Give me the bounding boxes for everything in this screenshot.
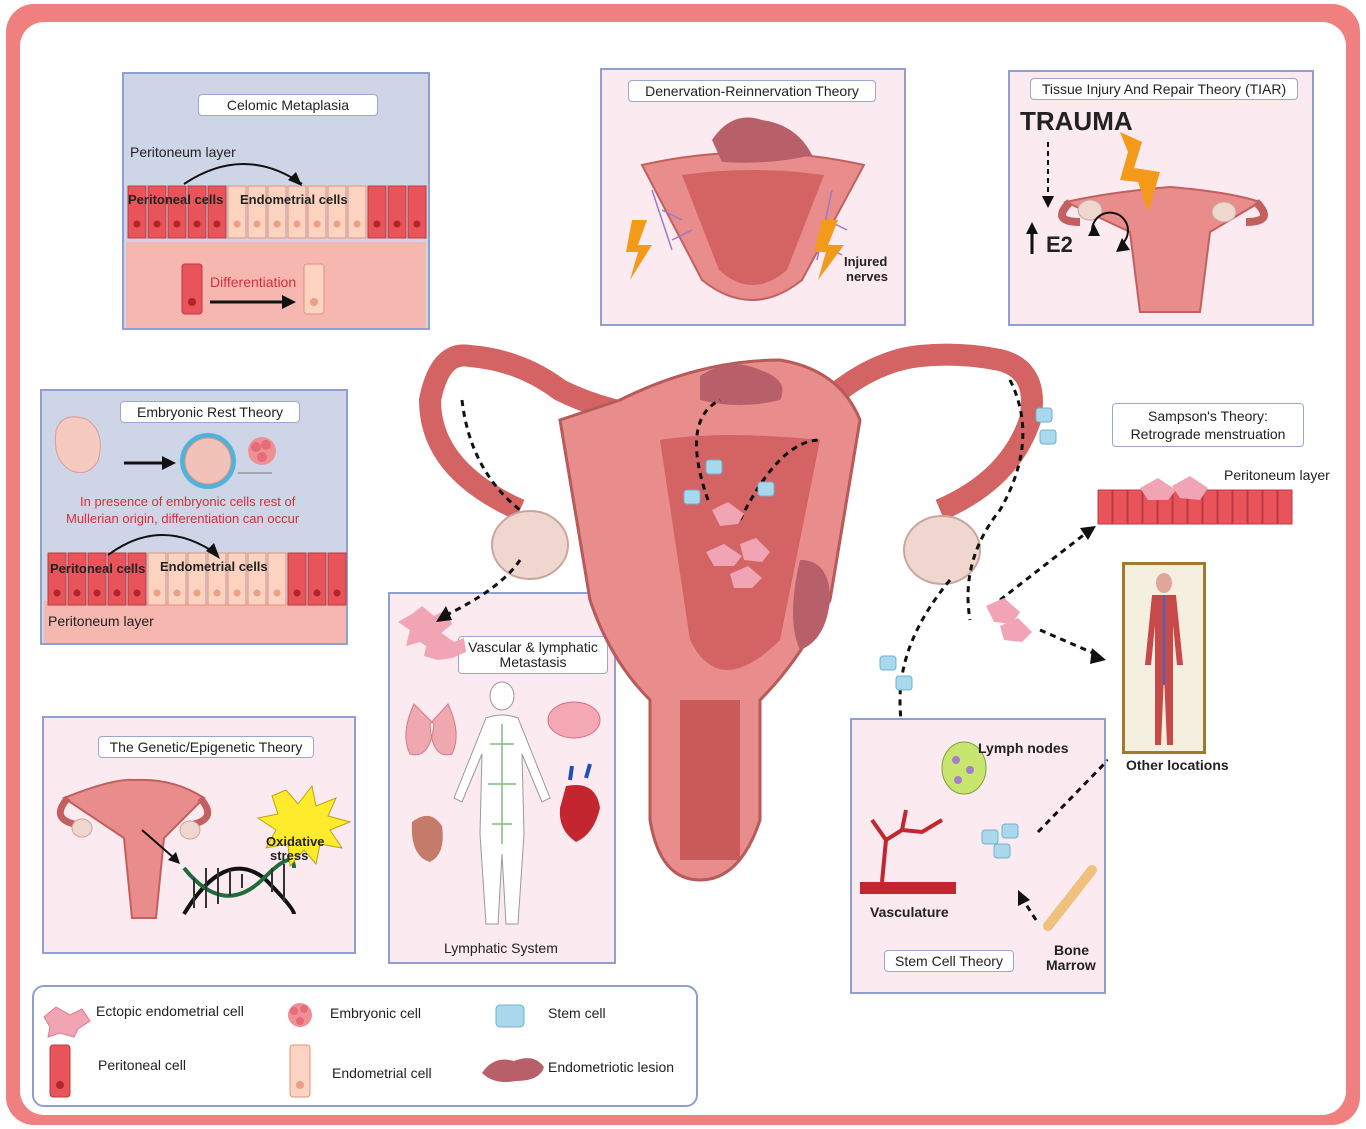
legend-endometrial: Endometrial cell [332, 1065, 432, 1081]
legend: Ectopic endometrial cell Embryonic cell … [32, 985, 698, 1107]
celomic-endometrial-label: Endometrial cells [240, 192, 348, 207]
transition-arrow [184, 164, 302, 184]
injured-nerves-label-1: Injured [844, 254, 887, 269]
other-locations-label: Other locations [1126, 757, 1229, 773]
stem-cell-title: Stem Cell Theory [884, 950, 1014, 972]
legend-peritoneal: Peritoneal cell [98, 1057, 186, 1073]
body-head [490, 682, 514, 710]
embryonic-note-1: In presence of embryonic cells rest of [80, 494, 295, 509]
e2-label: E2 [1046, 232, 1073, 258]
celomic-metaplasia-panel: Celomic Metaplasia [122, 72, 430, 330]
lungs-icon [406, 704, 456, 755]
legend-lesion: Endometriotic lesion [548, 1059, 674, 1075]
lesion-icon [482, 1058, 544, 1082]
lymphatic-system-label: Lymphatic System [444, 940, 558, 956]
genetic-panel: The Genetic/Epigenetic Theory Oxidative … [42, 716, 356, 954]
legend-ectopic: Ectopic endometrial cell [96, 1003, 244, 1019]
peritoneal-cell-single [182, 264, 202, 314]
other-locations-figure [1122, 562, 1206, 754]
legend-stem: Stem cell [548, 1005, 606, 1021]
body-figure-icon [1125, 565, 1203, 751]
bone-marrow-label-1: Bone [1054, 942, 1089, 958]
differentiation-label: Differentiation [210, 274, 296, 290]
tiar-panel: Tissue Injury And Repair Theory (TIAR) T… [1008, 70, 1314, 326]
oxidative-label-2: stress [270, 848, 308, 863]
endometrial-cell-single [304, 264, 324, 314]
dna-strand-1 [184, 869, 294, 914]
vasculature-label: Vasculature [870, 904, 949, 920]
lymph-nodes-label: Lymph nodes [978, 740, 1069, 756]
vascular-illustration [390, 594, 618, 966]
embryonic-note-2: Mullerian origin, differentiation can oc… [66, 511, 299, 526]
injured-nerves-label-2: nerves [846, 269, 888, 284]
celomic-layer-label: Peritoneum layer [130, 144, 236, 160]
brain-icon [548, 702, 600, 738]
vessel-icon [860, 882, 956, 894]
heart-icon [560, 785, 600, 842]
vascular-panel: Vascular & lymphatic Metastasis Lymphati… [388, 592, 616, 964]
embryonic-rest-panel: Embryonic Rest Theory [40, 389, 348, 645]
embryonic-endometrial-label: Endometrial cells [160, 559, 268, 574]
stem-cell-icon [496, 1005, 524, 1027]
tiar-illustration [1010, 72, 1316, 328]
endometrial-cell-icon [290, 1045, 310, 1097]
bone-icon [1048, 870, 1092, 926]
differentiation-arrow [282, 295, 296, 309]
stem-cell-panel: Lymph nodes Vasculature Bone Marrow Stem… [850, 718, 1106, 994]
denervation-panel: Denervation-Reinnervation Theory Injured… [600, 68, 906, 326]
lesion-top [712, 118, 812, 163]
celomic-peritoneal-label: Peritoneal cells [128, 192, 223, 207]
ectopic-cell-icon [44, 1007, 90, 1037]
kidney-icon [412, 816, 443, 862]
legend-embryonic: Embryonic cell [330, 1005, 421, 1021]
bone-marrow-label-2: Marrow [1046, 957, 1096, 973]
embryonic-layer-label: Peritoneum layer [48, 613, 154, 629]
sampson-title-2: Retrograde menstruation [1119, 425, 1297, 443]
oxidative-label-1: Oxidative [266, 834, 325, 849]
denervation-uterus-illustration [602, 70, 908, 328]
sampson-title-1: Sampson's Theory: [1119, 407, 1297, 425]
peritoneal-cell-icon [50, 1045, 70, 1097]
embryo-icon [55, 417, 100, 473]
embryonic-peritoneal-label: Peritoneal cells [50, 561, 145, 576]
bolt-left [626, 220, 652, 280]
sampson-layer-label: Peritoneum layer [1224, 467, 1330, 483]
sampson-title: Sampson's Theory: Retrograde menstruatio… [1112, 403, 1304, 447]
